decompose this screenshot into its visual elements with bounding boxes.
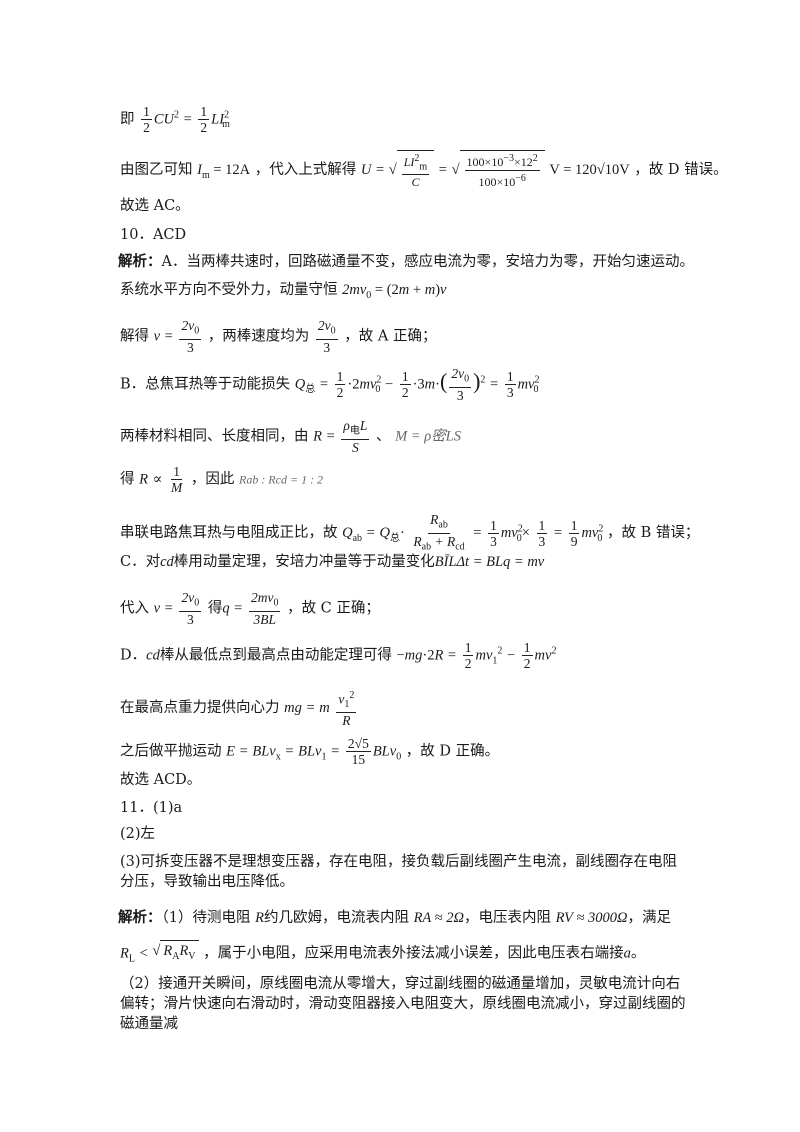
question-number-10: 10．ACD	[120, 227, 187, 243]
question-number-11: 11．(1)a	[120, 800, 183, 816]
answer-line-acd: 故选 ACD。	[120, 772, 202, 788]
analysis-11-1: 解析：（1）待测电阻 R约几欧姆，电流表内阻 RA ≈ 2Ω，电压表内阻 RV …	[118, 909, 671, 926]
impulse-line: C．对cd棒用动量定理，安培力冲量等于动量变化BĪLΔt = BLq = mv	[120, 554, 545, 570]
answer-11-3: (3)可拆变压器不是理想变压器，存在电阻，接负载后副线圈产生电流，副线圈存在电阻…	[120, 854, 678, 890]
answer-11-2: (2)左	[120, 826, 156, 842]
answer-line-ac: 故选 AC。	[120, 198, 190, 214]
analysis-11-2: （2）接通开关瞬间，原线圈电流从零增大，穿过副线圈的磁通量增加，灵敏电流计向右偏…	[120, 976, 686, 1032]
momentum-line: 系统水平方向不受外力，动量守恒 2mv0 = (2m + m)v	[120, 282, 447, 301]
analysis-a: 解析：A．当两棒共速时，回路磁通量不变，感应电流为零，安培力为零，开始匀速运动。	[118, 253, 694, 270]
small-resistance-line: RL < √RARV ，属于小电阻，应采用电流表外接法减小误差，因此电压表右端接…	[120, 940, 700, 969]
